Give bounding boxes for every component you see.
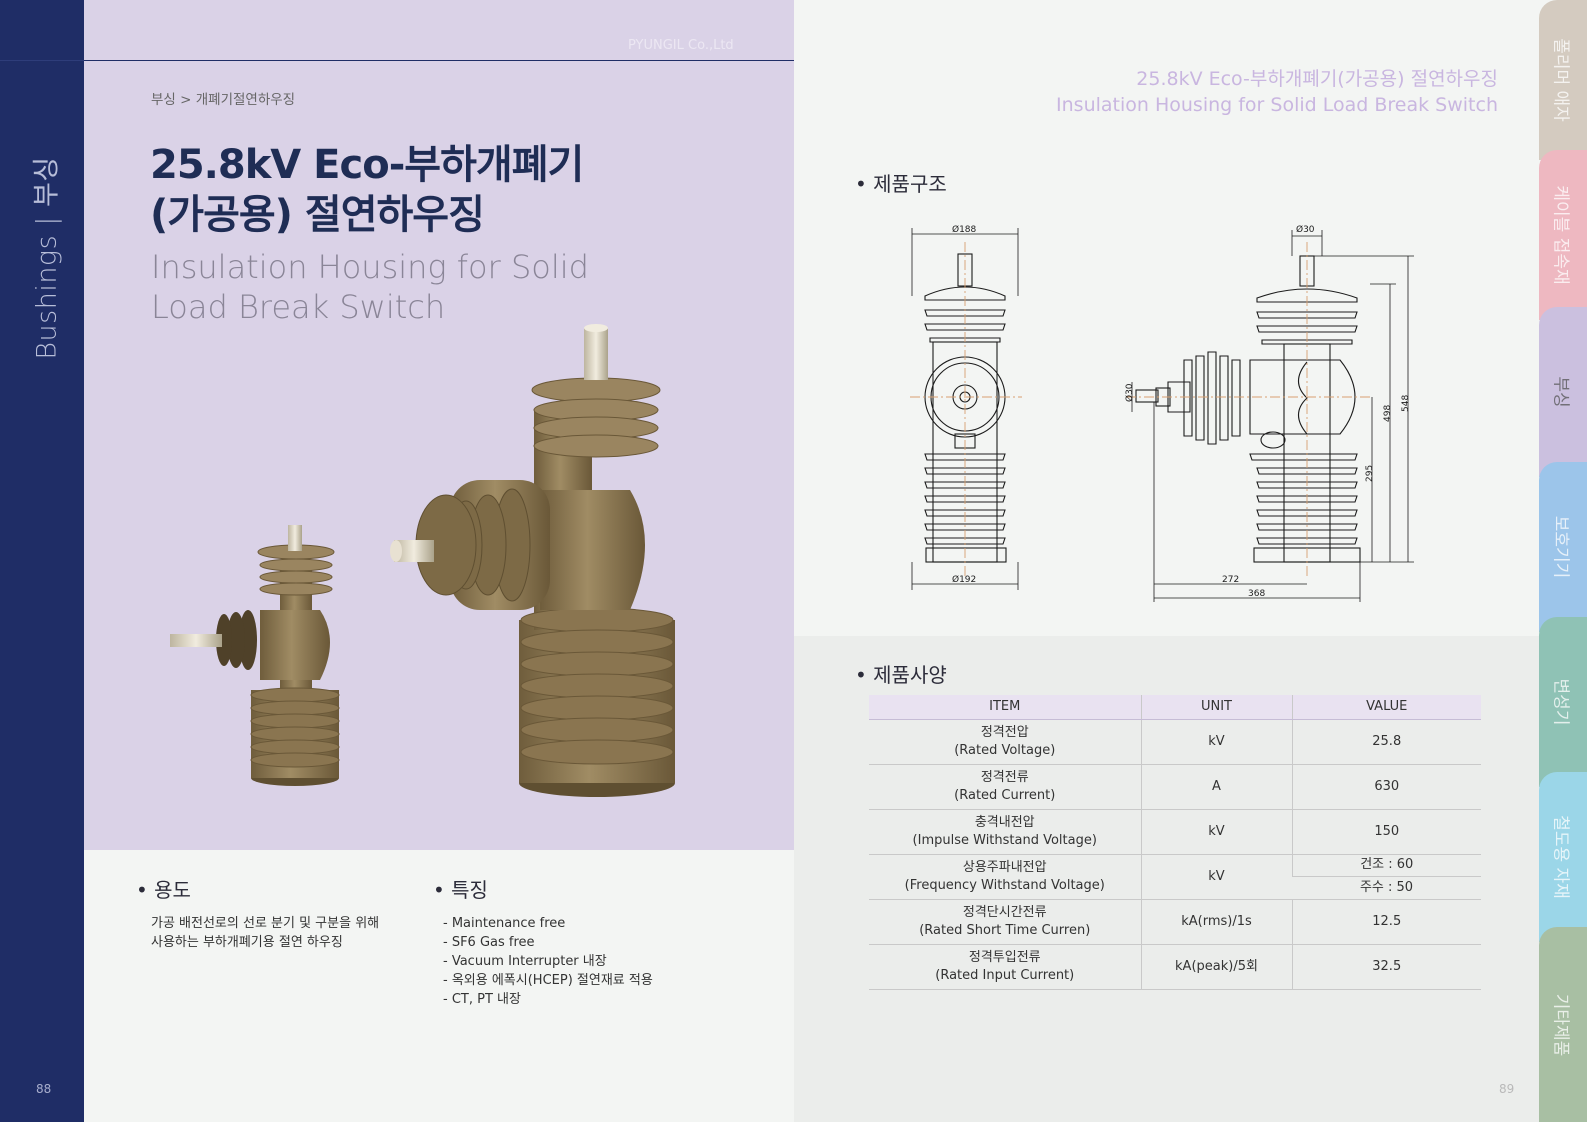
unit-cell: kA(peak)/5회	[1140, 944, 1292, 990]
svg-text:Ø192: Ø192	[952, 574, 976, 585]
section-title-vertical: Bushings | 부싱	[31, 156, 63, 360]
tab-label: 기타제품	[1550, 993, 1571, 1056]
page-number-left: 88	[36, 1082, 52, 1096]
tab-polymer-insulator[interactable]: 폴리머 애자	[1539, 0, 1587, 160]
sidebar-rule	[0, 60, 84, 61]
table-row: 정격단시간전류(Rated Short Time Curren) kA(rms)…	[869, 899, 1481, 945]
item-cell: 정격단시간전류(Rated Short Time Curren)	[869, 899, 1141, 945]
tab-label: 케이블 접속재	[1550, 185, 1571, 285]
svg-text:548: 548	[1401, 395, 1411, 412]
header-korean: 25.8kV Eco-부하개폐기(가공용) 절연하우징	[1136, 68, 1498, 90]
hero-background	[84, 0, 794, 850]
tab-label: 변성기	[1550, 678, 1571, 726]
item-cell: 정격전압(Rated Voltage)	[869, 719, 1141, 765]
table-row: 충격내전압(Impulse Withstand Voltage) kV 150	[869, 809, 1481, 855]
tab-cable-accessories[interactable]: 케이블 접속재	[1539, 150, 1587, 320]
unit-cell: A	[1140, 764, 1292, 810]
item-cell: 충격내전압(Impulse Withstand Voltage)	[869, 809, 1141, 855]
usage-text: 가공 배전선로의 선로 분기 및 구분을 위해 사용하는 부하개폐기용 절연 하…	[151, 914, 379, 952]
usage-line: 가공 배전선로의 선로 분기 및 구분을 위해	[151, 916, 380, 931]
col-header-item: ITEM	[869, 695, 1141, 720]
unit-cell: kA(rms)/1s	[1140, 899, 1292, 945]
usage-heading: • 용도	[136, 878, 191, 902]
svg-text:Ø188: Ø188	[952, 224, 977, 235]
tab-bushings[interactable]: 부싱	[1539, 307, 1587, 477]
table-row: 상용주파내전압(Frequency Withstand Voltage) kV …	[869, 854, 1481, 900]
right-page-header: 25.8kV Eco-부하개폐기(가공용) 절연하우징 Insulation H…	[1056, 66, 1498, 118]
svg-text:272: 272	[1222, 575, 1239, 585]
feature-item: - SF6 Gas free	[443, 935, 535, 950]
svg-text:498: 498	[1383, 405, 1393, 422]
center-lines	[910, 242, 1370, 578]
large-housing	[390, 324, 675, 797]
feature-item: - 옥외용 에폭시(HCEP) 절연재료 적용	[443, 973, 653, 988]
breadcrumb: 부싱 > 개폐기절연하우징	[151, 92, 296, 108]
table-row: 정격투입전류(Rated Input Current) kA(peak)/5회 …	[869, 944, 1481, 990]
spec-table: ITEM UNIT VALUE 정격전압(Rated Voltage) kV 2…	[869, 695, 1481, 990]
spec-heading: • 제품사양	[855, 663, 947, 687]
page-title-english: Insulation Housing for Solid Load Break …	[151, 247, 711, 327]
structure-panel	[794, 0, 1539, 636]
product-photo	[170, 324, 675, 797]
company-name: PYUNGIL Co.,Ltd	[628, 38, 734, 53]
value-cell-wet: 주수 : 50	[1292, 876, 1481, 900]
features-list: - Maintenance free - SF6 Gas free - Vacu…	[443, 914, 653, 1009]
unit-cell: kV	[1140, 809, 1292, 855]
feature-item: - Vacuum Interrupter 내장	[443, 954, 607, 969]
feature-item: - Maintenance free	[443, 916, 566, 931]
title-ko-line1: 25.8kV Eco-부하개폐기	[150, 142, 584, 188]
page-title-korean: 25.8kV Eco-부하개폐기 (가공용) 절연하우징	[150, 140, 710, 240]
tab-transformers[interactable]: 변성기	[1539, 617, 1587, 787]
tab-railway-materials[interactable]: 철도용 자재	[1539, 772, 1587, 942]
svg-text:Ø30: Ø30	[1296, 224, 1315, 235]
table-row: 주수 : 50	[869, 876, 1481, 900]
small-housing	[170, 525, 340, 786]
svg-text:Ø30: Ø30	[1124, 383, 1135, 402]
table-header-row: ITEM UNIT VALUE	[869, 695, 1481, 720]
header-rule	[84, 60, 794, 61]
tab-label: 철도용 자재	[1550, 815, 1571, 899]
value-cell: 150	[1291, 809, 1481, 855]
col-header-unit: UNIT	[1140, 695, 1292, 720]
dimension-labels: Ø188 Ø192 Ø30 Ø30 548 498 295 272 368	[952, 224, 1411, 599]
svg-text:295: 295	[1365, 465, 1375, 482]
left-sidebar: Bushings | 부싱 88	[0, 0, 84, 1122]
usage-line: 사용하는 부하개폐기용 절연 하우징	[151, 935, 343, 950]
item-cell: 상용주파내전압(Frequency Withstand Voltage)	[869, 854, 1141, 900]
title-en-line1: Insulation Housing for Solid	[151, 248, 589, 286]
page-number-right: 89	[1499, 1082, 1515, 1096]
structure-heading: • 제품구조	[855, 172, 947, 196]
unit-cell: kV	[1140, 719, 1292, 765]
col-header-value: VALUE	[1291, 695, 1481, 720]
svg-text:368: 368	[1248, 589, 1265, 599]
table-row: 정격전압(Rated Voltage) kV 25.8	[869, 719, 1481, 765]
technical-drawing: Ø188 Ø192 Ø30 Ø30 548 498 295 272 368	[910, 224, 1414, 602]
feature-item: - CT, PT 내장	[443, 992, 521, 1007]
tab-label: 폴리머 애자	[1550, 38, 1571, 122]
value-cell: 32.5	[1291, 944, 1481, 990]
dimension-lines	[911, 228, 1414, 602]
tab-label: 보호기기	[1550, 515, 1571, 579]
unit-cell: kV	[1140, 854, 1292, 900]
value-cell: 630	[1291, 764, 1481, 810]
value-cell-dry: 건조 : 60	[1291, 854, 1481, 877]
title-ko-line2: (가공용) 절연하우징	[150, 192, 485, 238]
tab-other-products[interactable]: 기타제품	[1539, 927, 1587, 1122]
title-en-line2: Load Break Switch	[151, 288, 446, 326]
item-cell: 정격전류(Rated Current)	[869, 764, 1141, 810]
front-view	[924, 253, 1007, 563]
tab-label: 부싱	[1550, 376, 1571, 408]
header-english: Insulation Housing for Solid Load Break …	[1056, 94, 1498, 116]
value-cell: 12.5	[1291, 899, 1481, 945]
value-cell: 25.8	[1291, 719, 1481, 765]
table-row: 정격전류(Rated Current) A 630	[869, 764, 1481, 810]
item-cell: 정격투입전류(Rated Input Current)	[869, 944, 1141, 990]
side-view	[1135, 255, 1361, 563]
tab-protection-devices[interactable]: 보호기기	[1539, 462, 1587, 632]
features-heading: • 특징	[433, 878, 488, 902]
